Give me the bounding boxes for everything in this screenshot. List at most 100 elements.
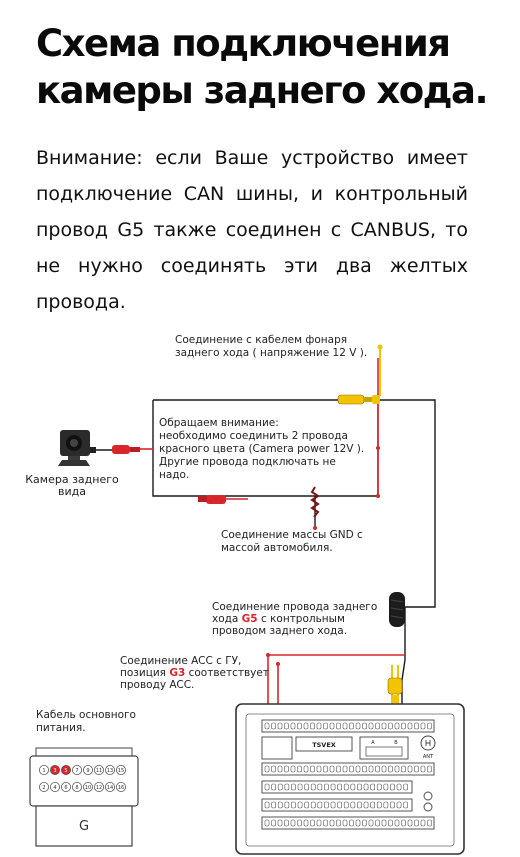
unit-pin-hole xyxy=(284,819,289,827)
unit-pin-hole xyxy=(343,783,349,791)
acc-label-3: проводу ACC. xyxy=(120,679,194,691)
unit-pin-hole xyxy=(388,765,393,773)
unit-pin-hole xyxy=(394,765,400,773)
connector-pin-label: 12 xyxy=(96,785,102,791)
unit-pin-hole xyxy=(403,783,409,791)
acc-label-2: позиция G3 соответствует xyxy=(120,667,269,679)
connector-pin-label: 7 xyxy=(75,768,78,774)
unit-pin-hole xyxy=(264,765,270,773)
unit-pin-hole xyxy=(336,722,341,730)
gnd-label-1: Соединение массы GND с xyxy=(221,529,363,541)
yellow-wire-end xyxy=(377,344,383,350)
unit-low-pins xyxy=(264,783,409,791)
unit-pin-hole xyxy=(323,765,328,773)
gnd-label-2: массой автомобиля. xyxy=(221,542,333,554)
connector-pin xyxy=(61,764,72,775)
connector-pin-label: 15 xyxy=(118,768,124,774)
unit-pin-hole xyxy=(357,801,362,809)
connector-pin-label: 13 xyxy=(107,768,113,774)
junction-dot xyxy=(276,662,280,666)
connector-pin-label: 3 xyxy=(53,768,56,774)
unit-pin-hole xyxy=(277,783,283,791)
unit-pin-hole xyxy=(316,765,322,773)
unit-pin-hole xyxy=(310,819,315,827)
unit-pin-hole xyxy=(375,722,380,730)
acc-label-2-pre: позиция xyxy=(120,667,169,679)
unit-pin-hole xyxy=(357,783,362,791)
red-connector-camera xyxy=(112,445,140,454)
reverse-code-g5: G5 xyxy=(242,613,258,625)
unit-pin-hole xyxy=(310,783,316,791)
attention-label-5: надо. xyxy=(159,469,189,481)
head-unit: TSVEX A B ANT xyxy=(235,703,465,855)
unit-bottom-pins xyxy=(264,819,432,827)
unit-pin-hole xyxy=(349,819,354,827)
unit-pin-hole xyxy=(271,801,277,809)
unit-pin-hole xyxy=(264,801,270,809)
unit-pin-hole xyxy=(396,801,402,809)
unit-pin-hole xyxy=(271,722,276,730)
unit-pin-hole xyxy=(330,801,336,809)
yellow-connector-unit xyxy=(387,677,403,703)
unit-pin-hole xyxy=(342,722,348,730)
unit-pin-hole xyxy=(368,722,374,730)
camera-label-2: вида xyxy=(58,485,86,498)
unit-pin-hole xyxy=(362,722,367,730)
unit-pin-hole xyxy=(329,722,335,730)
unit-brand-label: TSVEX xyxy=(312,741,336,749)
attention-label-2: необходимо соединить 2 провода xyxy=(159,430,348,442)
unit-pin-hole xyxy=(324,801,329,809)
unit-low2-pins xyxy=(264,801,409,809)
unit-pin-hole xyxy=(363,801,369,809)
unit-port-a: A xyxy=(371,740,375,746)
connector-pin xyxy=(105,781,116,792)
unit-pin-hole xyxy=(407,765,413,773)
connector-pin xyxy=(72,764,83,775)
connector-pin xyxy=(39,764,50,775)
unit-pin-hole xyxy=(337,801,343,809)
unit-pin-hole xyxy=(277,801,283,809)
attention-notice: Внимание: если Ваше устройство имеет под… xyxy=(36,147,468,313)
connector-pin xyxy=(94,764,105,775)
unit-pin-hole xyxy=(427,722,432,730)
unit-pin-hole xyxy=(291,801,296,809)
unit-pin-hole xyxy=(370,801,376,809)
unit-pin-hole xyxy=(349,765,354,773)
unit-pin-hole xyxy=(336,765,341,773)
unit-pin-hole xyxy=(317,783,323,791)
camera-label-1: Камера заднего xyxy=(25,473,119,486)
unit-pin-hole xyxy=(303,819,309,827)
unit-pin-hole xyxy=(362,765,367,773)
unit-pin-hole xyxy=(323,819,328,827)
unit-pin-hole xyxy=(297,819,302,827)
unit-pin-hole xyxy=(407,819,413,827)
unit-pin-hole xyxy=(427,819,432,827)
connector-pin xyxy=(72,781,83,792)
reverse-label-2-pre: хода xyxy=(212,613,242,625)
acc-label-1: Соединение ACC с ГУ, xyxy=(120,655,241,667)
unit-pin-hole xyxy=(297,765,302,773)
wiring-diagram: Соединение с кабелем фонаря заднего хода… xyxy=(25,334,465,855)
junction-dot xyxy=(376,446,380,450)
yellow-wires xyxy=(379,348,399,705)
title-line-1: Схема подключения xyxy=(36,22,451,65)
acc-code-g3: G3 xyxy=(169,667,185,679)
connector-pin-label: 1 xyxy=(42,768,45,774)
unit-pin-hole xyxy=(304,783,310,791)
unit-pin-hole xyxy=(271,783,277,791)
connector-pin-label: 16 xyxy=(118,785,124,791)
acc-label-2-post: соответствует xyxy=(185,667,269,679)
unit-pin-hole xyxy=(310,801,316,809)
reverse-label-3: проводом заднего хода. xyxy=(212,625,347,637)
unit-pin-hole xyxy=(376,783,382,791)
unit-pin-hole xyxy=(310,765,315,773)
unit-pin-hole xyxy=(375,765,380,773)
reverse-label-2-post: с контрольным xyxy=(258,613,345,625)
unit-pin-hole xyxy=(277,819,283,827)
unit-pin-hole xyxy=(330,783,336,791)
connector-pin xyxy=(83,764,94,775)
attention-label-4: Другие провода подключать не xyxy=(159,456,336,468)
unit-knob-1 xyxy=(423,791,433,801)
unit-pin-hole xyxy=(323,722,328,730)
